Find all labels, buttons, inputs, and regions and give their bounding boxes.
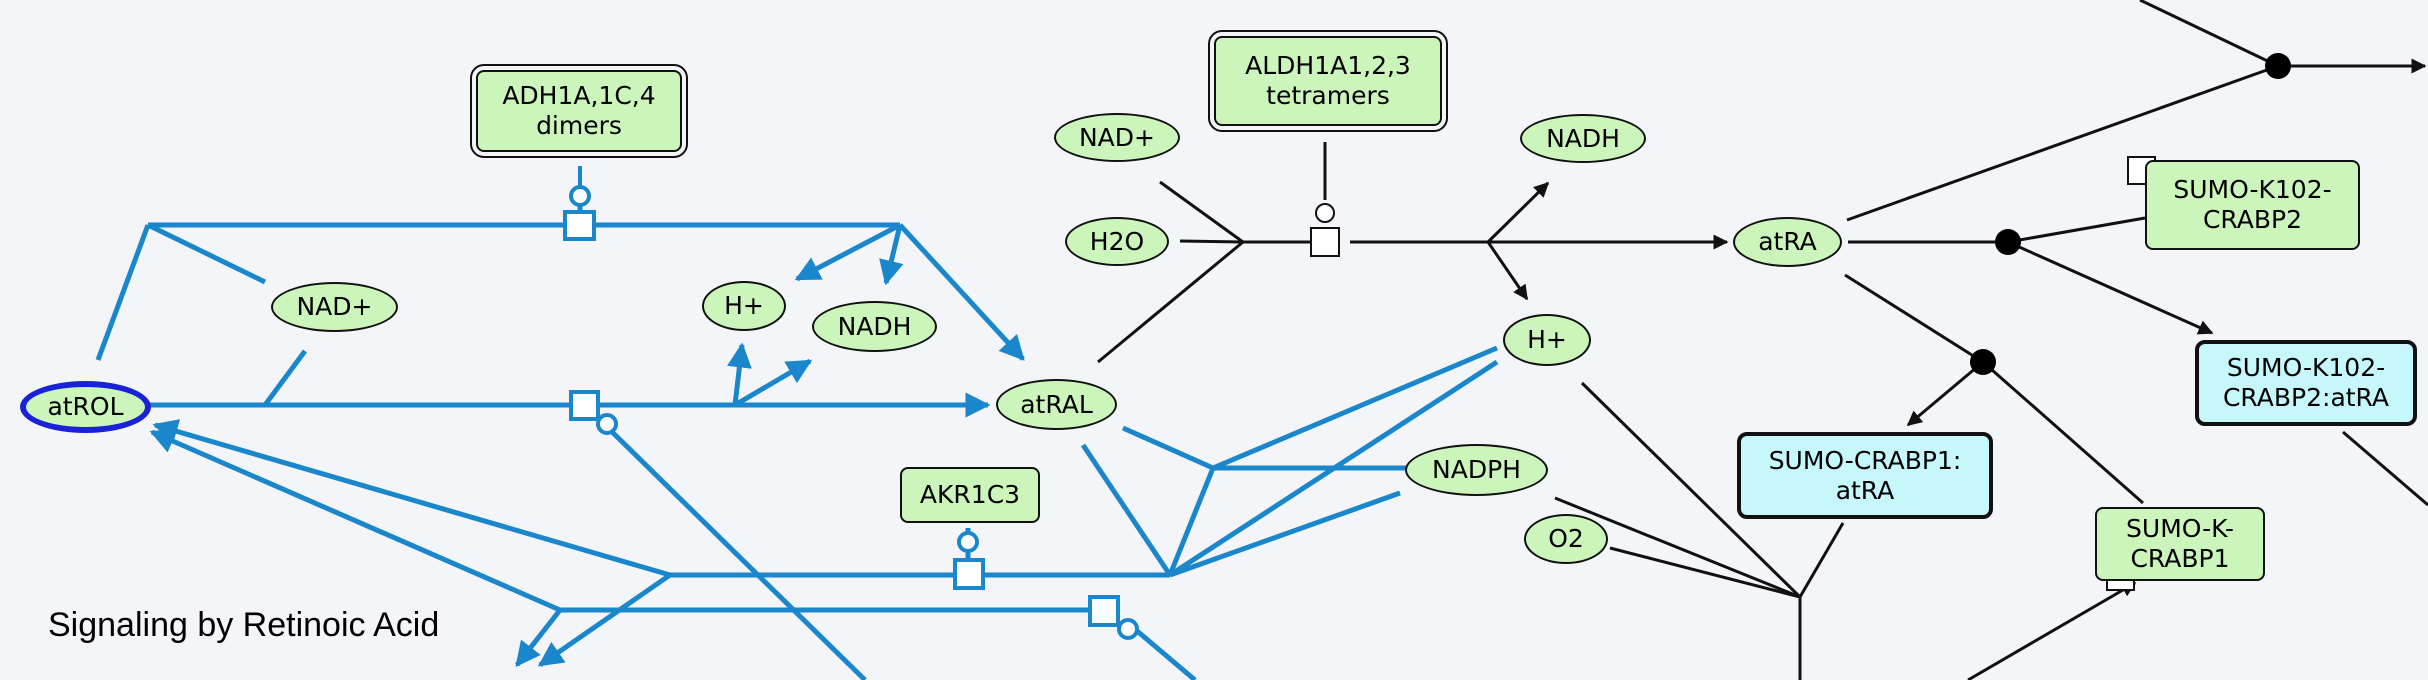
reaction-atral-to-atra[interactable] xyxy=(1097,142,1729,364)
node-atrol[interactable]: atROL xyxy=(20,381,151,433)
binding-node-crabp2[interactable] xyxy=(1995,229,2021,255)
node-nadph[interactable]: NADPH xyxy=(1405,444,1548,496)
reaction-oxidation-lower[interactable] xyxy=(1554,381,2137,680)
node-h-plus-right[interactable]: H+ xyxy=(1503,314,1591,366)
catalysis-aldh-icon xyxy=(1315,203,1335,223)
complex-sumo-k102-crabp2-atra[interactable]: SUMO-K102- CRABP2:atRA xyxy=(2195,340,2417,426)
catalysis-adh-icon xyxy=(569,185,591,207)
node-o2[interactable]: O2 xyxy=(1524,514,1608,564)
reaction-atral-to-atrol[interactable] xyxy=(149,345,1499,680)
node-adh-dimers[interactable]: ADH1A,1C,4 dimers xyxy=(470,64,688,158)
node-nad-plus-left[interactable]: NAD+ xyxy=(271,282,398,332)
node-nad-plus-top[interactable]: NAD+ xyxy=(1054,113,1180,162)
catalysis-akr1c3-icon xyxy=(957,531,979,553)
node-nadh-left[interactable]: NADH xyxy=(812,301,937,352)
reaction-node-adh[interactable] xyxy=(563,210,596,241)
reaction-atrol-to-atral-upper[interactable] xyxy=(95,200,1025,361)
reaction-node-akr1c3[interactable] xyxy=(953,558,985,590)
figure-title: Signaling by Retinoic Acid xyxy=(48,606,440,644)
node-nadh-right[interactable]: NADH xyxy=(1520,114,1646,163)
reaction-atra-binding[interactable] xyxy=(1844,0,2428,507)
reaction-node-lower[interactable] xyxy=(569,390,600,421)
node-atra[interactable]: atRA xyxy=(1733,217,1842,267)
node-sumo-k-crabp1[interactable]: SUMO-K- CRABP1 xyxy=(2095,507,2265,581)
binding-node-crabp1[interactable] xyxy=(1970,349,1996,375)
catalysis-nadph-icon xyxy=(1117,618,1139,640)
binding-node-top[interactable] xyxy=(2265,53,2291,79)
node-h-plus-left[interactable]: H+ xyxy=(702,281,786,331)
complex-sumo-crabp1-atra[interactable]: SUMO-CRABP1: atRA xyxy=(1737,432,1993,519)
node-h2o[interactable]: H2O xyxy=(1065,217,1169,266)
catalysis-lower-icon xyxy=(596,413,618,435)
node-akr1c3[interactable]: AKR1C3 xyxy=(900,467,1040,523)
node-aldh-tetramers[interactable]: ALDH1A1,2,3 tetramers xyxy=(1208,30,1448,132)
reaction-node-nadph[interactable] xyxy=(1088,595,1120,627)
reaction-node-aldh[interactable] xyxy=(1310,227,1340,257)
node-sumo-k102-crabp2[interactable]: SUMO-K102- CRABP2 xyxy=(2145,160,2360,250)
node-atral[interactable]: atRAL xyxy=(996,379,1117,430)
